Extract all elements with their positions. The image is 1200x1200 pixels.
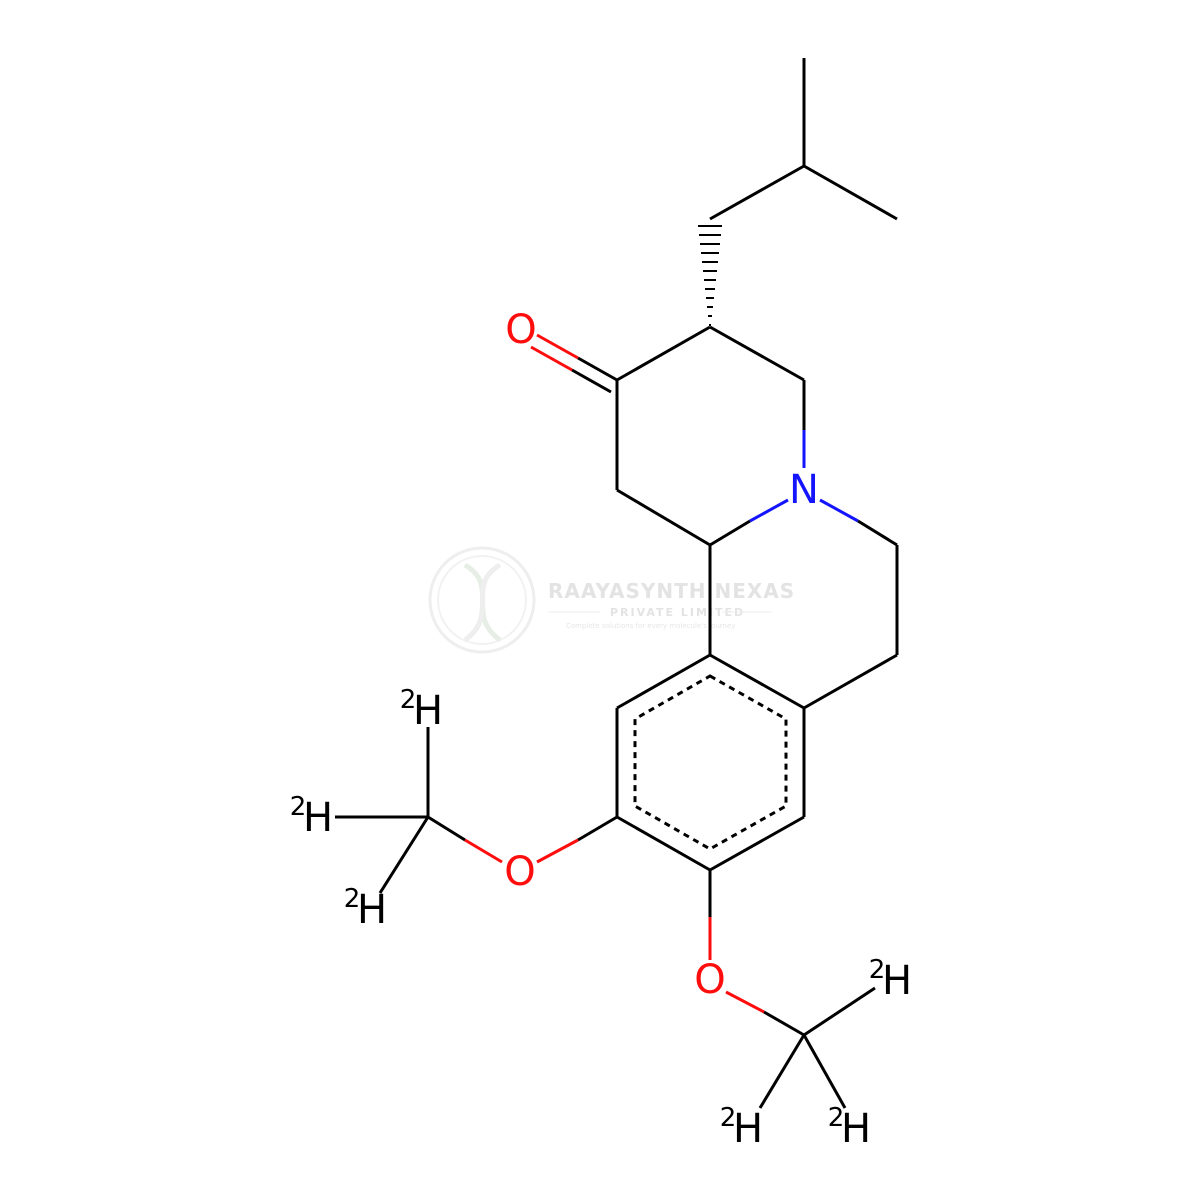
bond-c1-c11b (616, 488, 711, 547)
bond-carbonyl-1b (536, 333, 579, 360)
isotope-number: 2 (400, 685, 417, 715)
bond-n-c6-blue (819, 498, 859, 523)
isotope-number: 2 (720, 1103, 737, 1133)
isotope-number: 2 (290, 792, 307, 822)
bond-ar-o-left-black (577, 815, 618, 842)
bond-c3-c4 (709, 325, 805, 382)
bond-carbonyl-2b (530, 345, 573, 372)
bond-methyl-right (803, 164, 898, 221)
watermark-logo-ring (428, 546, 536, 654)
bond-hashed-wedge (698, 225, 722, 326)
bond-cd3-d-bottom (378, 816, 430, 894)
bond-cd3-d-lower-left (758, 1034, 806, 1109)
deuterium-label-bottom-left: 2 H (720, 1103, 763, 1152)
bond-ar-1 (709, 653, 805, 710)
deuterium-label-left: 2 H (290, 792, 333, 841)
atom-hydrogen: H (841, 1106, 871, 1152)
bond-o-cd3-left-black (427, 815, 466, 842)
atom-ring-nitrogen: N (789, 467, 819, 513)
atom-hydrogen: H (882, 958, 912, 1004)
watermark-tagline: Complete solutions for every molecule's … (566, 622, 735, 630)
atom-carbonyl-oxygen: O (505, 307, 536, 353)
watermark: RAAYASYNTH NEXAS PRIVATE LIMITED Complet… (428, 546, 795, 654)
bond-ar-3 (709, 815, 805, 872)
isotope-number: 2 (869, 955, 886, 985)
aromatic-ring-dashed (633, 674, 788, 851)
atom-ether-oxygen-left: O (504, 849, 535, 895)
bond-carbonyl-1a (577, 356, 618, 382)
watermark-name: RAAYASYNTH NEXAS (548, 579, 795, 603)
bond-isobutyl-ch (709, 164, 805, 221)
bond-ar-4 (616, 815, 711, 872)
deuterium-label-right: 2 H (869, 955, 912, 1004)
bond-c7-c7a (803, 653, 898, 710)
bond-c11b-n-blue (749, 498, 789, 523)
bond-c3-c2 (616, 325, 711, 382)
atom-hydrogen: H (733, 1106, 763, 1152)
atom-ether-oxygen-bottom: O (694, 957, 725, 1003)
atom-hydrogen: H (303, 795, 333, 841)
bond-cd3-d-lower-right (802, 1034, 847, 1109)
atom-hydrogen: H (357, 887, 387, 933)
bond-n-c6-black (857, 519, 898, 547)
atom-hydrogen: H (413, 688, 443, 734)
deuterium-label-lower: 2 H (344, 884, 387, 933)
bond-c11b-n-black (709, 519, 751, 547)
bond-o-cd3-left-red (464, 838, 503, 864)
bond-ar-6 (616, 653, 711, 710)
bond-ar-o-left-red (536, 838, 579, 864)
bond-cd3-d-right (803, 986, 876, 1037)
isotope-number: 2 (828, 1103, 845, 1133)
isotope-number: 2 (344, 884, 361, 914)
deuterium-label-top: 2 H (400, 685, 443, 734)
watermark-dna-icon-strand (463, 562, 502, 643)
watermark-logo-inner-ring (437, 555, 527, 645)
bond-o-cd3-bottom-black (763, 1010, 805, 1037)
bond-o-cd3-bottom-red (725, 990, 765, 1014)
deuterium-label-bottom-right: 2 H (828, 1103, 871, 1152)
bond-carbonyl-2a (571, 368, 612, 394)
